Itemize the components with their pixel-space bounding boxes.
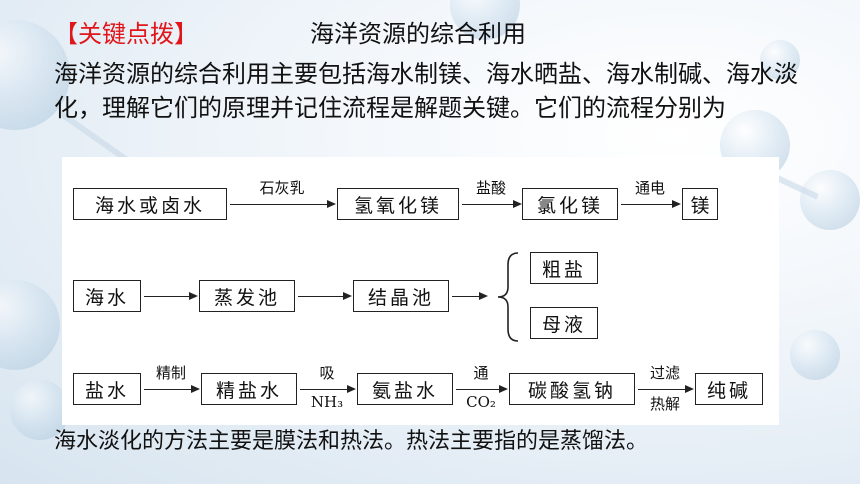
key-point-label: 【关键点拨】: [54, 20, 198, 48]
flow3-arrow-3-label-bottom: CO₂: [466, 393, 496, 411]
flow3-arrow-4-label-bottom: 热解: [649, 395, 680, 413]
flow2-node-crystallization-pond: 结晶池: [353, 280, 449, 312]
flow3-arrow-4: [638, 385, 694, 393]
flow2-node-seawater: 海水: [73, 280, 141, 312]
flow3-arrow-2-label-bottom: NH₃: [310, 393, 344, 411]
flow3-node-sodium-bicarbonate: 碳酸氢钠: [509, 373, 635, 405]
flow3-node-refined-brine: 精盐水: [201, 373, 297, 405]
flow1-arrow-3: [621, 200, 681, 208]
flow2-output-crude-salt: 粗盐: [530, 252, 598, 284]
flow1-node-mgcl2: 氯化镁: [522, 188, 618, 220]
flow2-brace: [497, 252, 519, 342]
heading: 【关键点拨】 海洋资源的综合利用: [54, 20, 526, 48]
flowchart-panel: 海水或卤水 石灰乳 氢氧化镁 盐酸 氯化镁 通电 镁 海水 蒸发池 结晶池 粗盐…: [62, 157, 779, 425]
flow2-node-evaporation-pond: 蒸发池: [199, 280, 295, 312]
flow3-arrow-2-label-top: 吸: [319, 364, 335, 382]
flow1-arrow-1-label: 石灰乳: [259, 179, 305, 197]
flow3-node-ammoniated-brine: 氨盐水: [357, 373, 453, 405]
flow3-arrow-2: [300, 385, 356, 393]
flow1-node-mgoh2: 氢氧化镁: [337, 188, 459, 220]
topic-title: 海洋资源的综合利用: [310, 20, 526, 48]
flow3-arrow-3: [456, 385, 508, 393]
flow1-arrow-2-label: 盐酸: [475, 179, 506, 197]
flow3-arrow-1-label-top: 精制: [155, 364, 186, 382]
flow1-arrow-1: [230, 200, 336, 208]
flow1-arrow-3-label: 通电: [634, 179, 665, 197]
flow1-arrow-2: [462, 200, 522, 208]
flow3-node-brine: 盐水: [73, 373, 141, 405]
footer-paragraph: 海水淡化的方法主要是膜法和热法。热法主要指的是蒸馏法。: [54, 429, 649, 454]
flow2-arrow-2: [298, 292, 352, 300]
flow3-arrow-4-label-top: 过滤: [649, 364, 680, 382]
flow1-node-seawater: 海水或卤水: [73, 188, 227, 220]
flow3-arrow-1: [144, 385, 200, 393]
intro-paragraph: 海洋资源的综合利用主要包括海水制镁、海水晒盐、海水制碱、海水淡化，理解它们的原理…: [54, 60, 798, 122]
flow3-arrow-3-label-top: 通: [473, 364, 489, 382]
flow2-arrow-3: [452, 292, 488, 300]
flow3-node-soda-ash: 纯碱: [695, 373, 763, 405]
flow2-arrow-1: [144, 292, 198, 300]
flow1-node-mg: 镁: [682, 188, 718, 220]
flow2-output-mother-liquor: 母液: [530, 307, 598, 339]
